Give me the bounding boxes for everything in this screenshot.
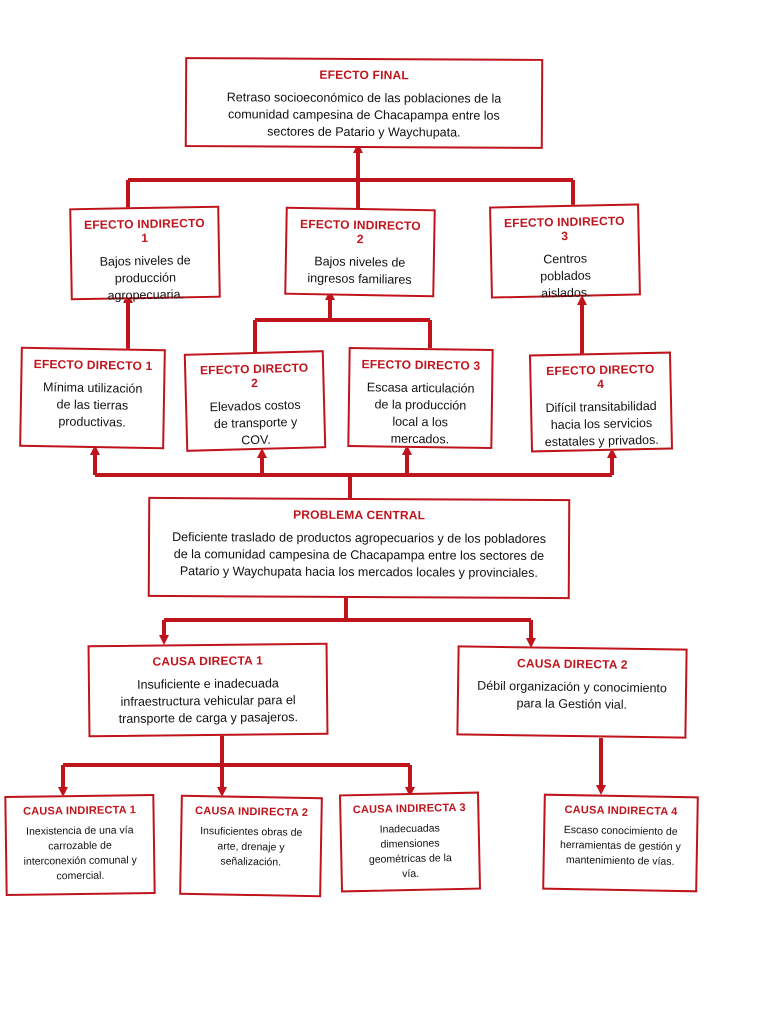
box-title: CAUSA INDIRECTA 3	[352, 801, 466, 817]
causa-directa-2-box: CAUSA DIRECTA 2 Débil organización y con…	[456, 645, 688, 739]
box-title: EFECTO FINAL	[319, 67, 409, 83]
box-body: Insuficientes obras de arte, drenaje y s…	[200, 825, 303, 869]
causa-directa-1-box: CAUSA DIRECTA 1 Insuficiente e inadecuad…	[87, 642, 329, 738]
box-title: CAUSA DIRECTA 2	[517, 656, 628, 672]
box-title: CAUSA INDIRECTA 4	[564, 804, 678, 818]
box-body: Mínima utilización de las tierras produc…	[42, 380, 143, 430]
box-body: Retraso socioeconómico de las poblacione…	[226, 90, 502, 140]
box-title: CAUSA DIRECTA 1	[152, 653, 264, 669]
causa-indirecta-2-box: CAUSA INDIRECTA 2 Insuficientes obras de…	[179, 794, 323, 898]
problema-central-box: PROBLEMA CENTRAL Deficiente traslado de …	[147, 496, 571, 600]
box-body: Débil organización y conocimiento para l…	[477, 678, 668, 712]
box-title: PROBLEMA CENTRAL	[293, 507, 426, 523]
box-body: Escasa articulación de la producción loc…	[366, 380, 475, 447]
causa-indirecta-1-box: CAUSA INDIRECTA 1 Inexistencia de una ví…	[4, 793, 156, 897]
box-title: EFECTO DIRECTO 4	[546, 361, 655, 392]
efecto-indirecto-3-box: EFECTO INDIRECTO 3 Centros poblados aisl…	[489, 203, 641, 301]
efecto-directo-3-box: EFECTO DIRECTO 3 Escasa articulación de …	[347, 346, 494, 450]
causa-indirecta-3-box: CAUSA INDIRECTA 3 Inadecuadas dimensione…	[338, 791, 482, 893]
efecto-final-box: EFECTO FINAL Retraso socioeconómico de l…	[184, 57, 544, 149]
box-title: CAUSA INDIRECTA 1	[22, 804, 137, 818]
box-title: CAUSA INDIRECTA 2	[194, 805, 309, 819]
box-body: Inexistencia de una vía carrozable de in…	[23, 824, 137, 883]
box-body: Escaso conocimiento de herramientas de g…	[559, 824, 681, 868]
box-body: Bajos niveles de producción agropecuaria…	[99, 253, 191, 303]
causa-indirecta-4-box: CAUSA INDIRECTA 4 Escaso conocimiento de…	[542, 793, 699, 893]
box-body: Difícil transitabilidad hacia los servic…	[544, 398, 659, 450]
efecto-indirecto-2-box: EFECTO INDIRECTO 2 Bajos niveles de ingr…	[284, 206, 436, 298]
efecto-directo-1-box: EFECTO DIRECTO 1 Mínima utilización de l…	[19, 346, 166, 450]
box-title: EFECTO DIRECTO 2	[199, 360, 309, 391]
efecto-directo-2-box: EFECTO DIRECTO 2 Elevados costos de tran…	[183, 350, 327, 452]
box-body: Insuficiente e inadecuada infraestructur…	[118, 676, 299, 726]
box-body: Bajos niveles de ingresos familiares	[307, 254, 412, 287]
box-body: Inadecuadas dimensiones geométricas de l…	[368, 822, 452, 881]
box-body: Deficiente traslado de productos agropec…	[172, 530, 547, 580]
efecto-directo-4-box: EFECTO DIRECTO 4 Difícil transitabilidad…	[528, 351, 674, 453]
box-title: EFECTO INDIRECTO 3	[503, 213, 625, 244]
box-title: EFECTO DIRECTO 1	[33, 356, 153, 374]
box-body: Centros poblados aislados.	[540, 251, 592, 301]
box-body: Elevados costos de transporte y COV.	[209, 397, 301, 448]
box-title: EFECTO INDIRECTO 1	[83, 215, 205, 246]
efecto-indirecto-1-box: EFECTO INDIRECTO 1 Bajos niveles de prod…	[69, 205, 221, 303]
box-title: EFECTO INDIRECTO 2	[299, 216, 421, 247]
box-title: EFECTO DIRECTO 3	[361, 357, 481, 373]
